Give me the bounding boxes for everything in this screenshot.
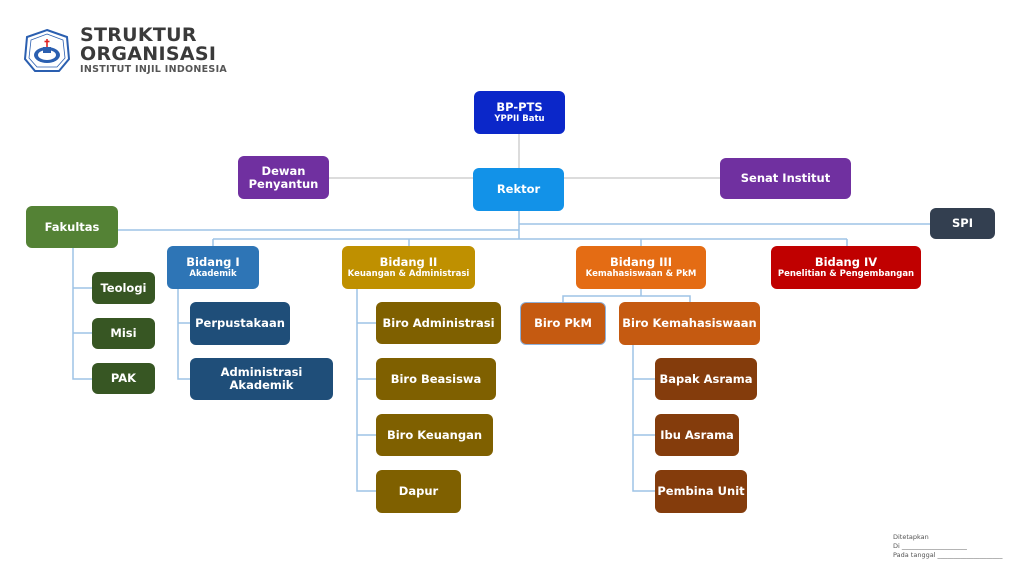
node-perpustakaan[interactable]: Perpustakaan: [190, 302, 290, 345]
node-title: Ibu Asrama: [660, 427, 734, 442]
node-title: Bidang I: [186, 255, 240, 269]
node-title: Biro Beasiswa: [390, 371, 482, 386]
node-bidang-3[interactable]: Bidang III Kemahasiswaan & PkM: [576, 246, 706, 289]
node-rektor[interactable]: Rektor: [473, 168, 564, 211]
institution-seal-icon: [23, 27, 71, 75]
node-bidang-1[interactable]: Bidang I Akademik: [167, 246, 259, 289]
node-title: Biro Keuangan: [386, 427, 483, 442]
node-title: Dewan Penyantun: [248, 163, 319, 191]
node-bidang-2[interactable]: Bidang II Keuangan & Administrasi: [342, 246, 475, 289]
node-biro-kemahasiswaan[interactable]: Biro Kemahasiswaan: [619, 302, 760, 345]
node-spi[interactable]: SPI: [930, 208, 995, 239]
connector-bidang1-children: [177, 289, 190, 380]
node-biro-administrasi[interactable]: Biro Administrasi: [376, 302, 501, 344]
node-title: Fakultas: [44, 219, 100, 234]
node-biro-beasiswa[interactable]: Biro Beasiswa: [376, 358, 496, 400]
footer-established: Ditetapkan: [893, 533, 929, 541]
node-subtitle: Penelitian & Pengembangan: [777, 269, 915, 279]
page-title-line2: ORGANISASI: [80, 43, 217, 65]
node-title: Dapur: [398, 484, 439, 498]
node-pembina-unit[interactable]: Pembina Unit: [655, 470, 747, 513]
node-title: Administrasi Akademik: [220, 365, 303, 392]
node-senat-institut[interactable]: Senat Institut: [720, 158, 851, 199]
footer-place: Di ____________________: [893, 542, 967, 550]
node-title: Biro Administrasi: [382, 315, 495, 330]
node-title: Perpustakaan: [195, 316, 285, 330]
node-bidang-4[interactable]: Bidang IV Penelitian & Pengembangan: [771, 246, 921, 289]
node-title: BP-PTS: [496, 100, 543, 114]
node-misi[interactable]: Misi: [92, 318, 155, 349]
node-title: Senat Institut: [740, 171, 831, 185]
node-subtitle: Keuangan & Administrasi: [347, 269, 470, 279]
node-bp-pts[interactable]: BP-PTS YPPII Batu: [474, 91, 565, 134]
node-subtitle: Akademik: [189, 269, 237, 279]
connector-fakultas-children: [72, 248, 92, 380]
node-title: SPI: [952, 216, 973, 230]
node-subtitle: Kemahasiswaan & PkM: [585, 269, 697, 279]
node-pak[interactable]: PAK: [92, 363, 155, 394]
node-title: Biro PkM: [534, 316, 592, 330]
node-title: Biro Kemahasiswaan: [622, 316, 757, 330]
node-biro-keuangan[interactable]: Biro Keuangan: [376, 414, 493, 456]
connector-bidang2-children: [356, 289, 376, 492]
node-dewan-penyantun[interactable]: Dewan Penyantun: [238, 156, 329, 199]
node-dapur[interactable]: Dapur: [376, 470, 461, 513]
footer-date: Pada tanggal ____________________: [893, 551, 1003, 559]
node-title: Bidang III: [610, 255, 672, 269]
node-subtitle: YPPII Batu: [494, 114, 545, 124]
node-title: Pembina Unit: [657, 484, 745, 498]
node-administrasi-akademik[interactable]: Administrasi Akademik: [190, 358, 333, 400]
node-biro-pkm[interactable]: Biro PkM: [520, 302, 606, 345]
node-title: Teologi: [100, 280, 147, 295]
node-title: PAK: [110, 371, 137, 385]
node-title: Bidang II: [379, 255, 438, 269]
node-title: Bidang IV: [814, 255, 878, 269]
node-fakultas[interactable]: Fakultas: [26, 206, 118, 248]
page-title-line1: STRUKTUR: [80, 24, 197, 46]
node-title: Misi: [110, 326, 137, 340]
signature-block: Ditetapkan Di ____________________ Pada …: [893, 533, 1003, 560]
node-teologi[interactable]: Teologi: [92, 272, 155, 304]
connector-bidang3-children: [562, 295, 691, 302]
node-title: Bapak Asrama: [659, 371, 753, 386]
node-title: Rektor: [496, 182, 541, 196]
page-subtitle: INSTITUT INJIL INDONESIA: [80, 64, 228, 75]
node-bapak-asrama[interactable]: Bapak Asrama: [655, 358, 757, 400]
connector-kemahasiswaan-children: [632, 345, 655, 492]
node-ibu-asrama[interactable]: Ibu Asrama: [655, 414, 739, 456]
